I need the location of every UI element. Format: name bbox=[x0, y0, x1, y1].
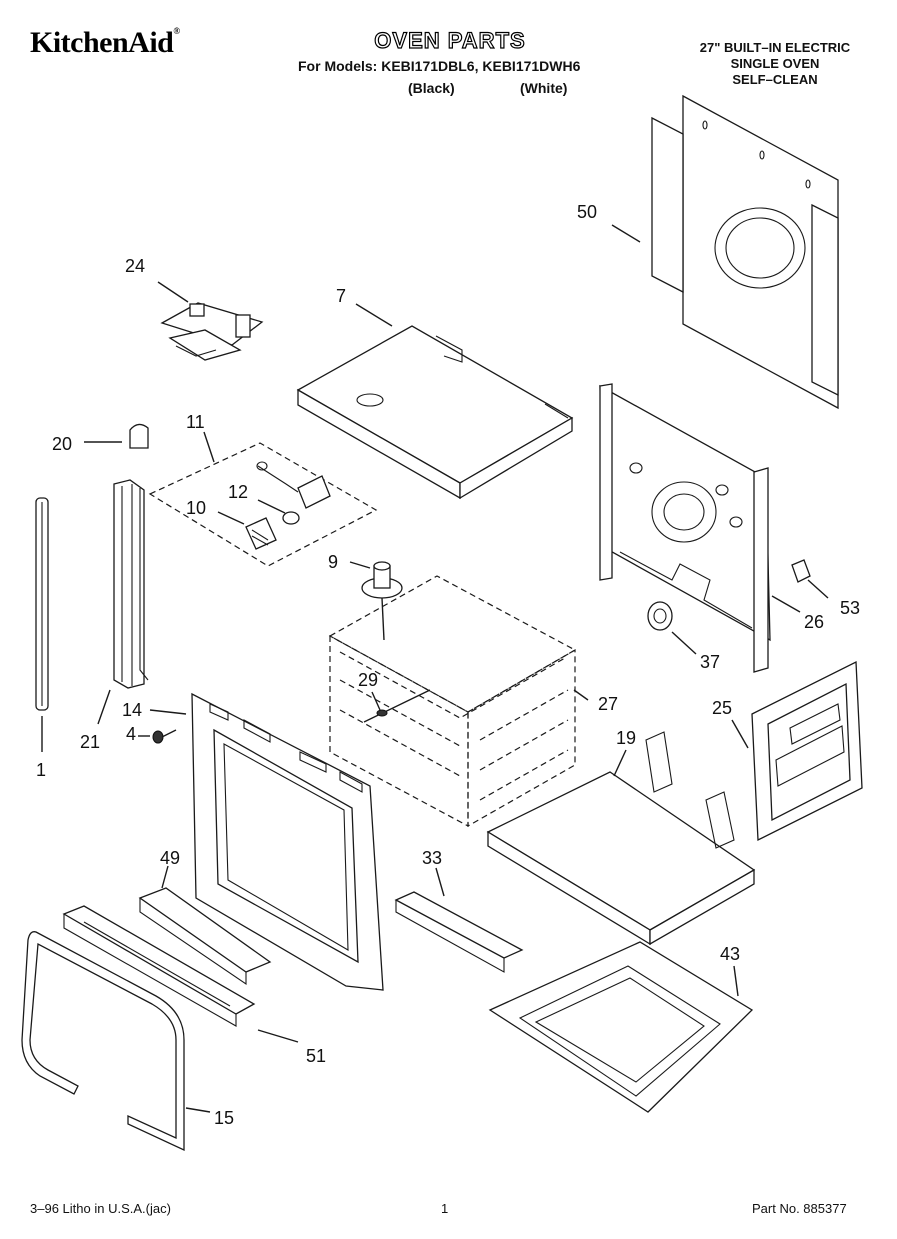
footer-litho: 3–96 Litho in U.S.A.(jac) bbox=[30, 1201, 171, 1216]
brand-logo: KitchenAid® bbox=[30, 26, 180, 60]
callout-4: 4 bbox=[126, 724, 136, 744]
part-14-front-frame bbox=[191, 692, 384, 991]
callout-33: 33 bbox=[422, 848, 442, 868]
models-line: For Models: KEBI171DBL6, KEBI171DWH6 bbox=[298, 58, 581, 74]
callout-29: 29 bbox=[358, 670, 378, 690]
variant-black: (Black) bbox=[408, 80, 455, 96]
part-20-clip bbox=[129, 423, 149, 449]
callout-20: 20 bbox=[52, 434, 72, 454]
callout-50: 50 bbox=[577, 202, 597, 222]
page-title: OVEN PARTS bbox=[374, 27, 526, 53]
brand-name: KitchenAid bbox=[30, 26, 174, 59]
callout-37: 37 bbox=[700, 652, 720, 672]
callout-10: 10 bbox=[186, 498, 206, 518]
spec-block: 27" BUILT–IN ELECTRIC SINGLE OVEN SELF–C… bbox=[690, 40, 860, 88]
callout-49: 49 bbox=[160, 848, 180, 868]
part-49-bracket bbox=[138, 887, 272, 986]
part-21-side-trim bbox=[113, 479, 149, 689]
callout-26: 26 bbox=[804, 612, 824, 632]
part-1-rod bbox=[35, 497, 49, 711]
callout-12: 12 bbox=[228, 482, 248, 502]
part-7-top-panel bbox=[296, 325, 574, 500]
part-37-gasket bbox=[647, 601, 673, 631]
callout-19: 19 bbox=[616, 728, 636, 748]
callout-11: 11 bbox=[186, 412, 205, 432]
callout-27: 27 bbox=[598, 694, 618, 714]
spec-line-3: SELF–CLEAN bbox=[732, 72, 818, 87]
callout-24: 24 bbox=[125, 256, 145, 276]
callout-9: 9 bbox=[328, 552, 338, 572]
callout-25: 25 bbox=[712, 698, 732, 718]
callout-53: 53 bbox=[840, 598, 860, 618]
brand-trademark: ® bbox=[173, 26, 180, 36]
part-33-rail bbox=[394, 891, 524, 973]
part-25-access-panel bbox=[751, 660, 863, 842]
callout-51: 51 bbox=[306, 1046, 326, 1066]
part-24-bracket bbox=[160, 302, 264, 361]
leader-lines bbox=[41, 224, 829, 1113]
part-26-side-panel bbox=[599, 383, 771, 673]
part-10-plate bbox=[245, 517, 277, 550]
part-15-door-gasket bbox=[21, 931, 185, 1152]
variant-white: (White) bbox=[520, 80, 568, 96]
part-53-clip bbox=[791, 559, 811, 583]
footer-page-number: 1 bbox=[441, 1201, 449, 1216]
callout-15: 15 bbox=[214, 1108, 234, 1128]
part-19-bottom-panel bbox=[486, 731, 756, 946]
part-11-kit bbox=[148, 442, 378, 567]
part-29-rod bbox=[363, 689, 431, 723]
callout-14: 14 bbox=[122, 700, 142, 720]
part-4-screw bbox=[152, 729, 177, 744]
spec-line-1: 27" BUILT–IN ELECTRIC bbox=[699, 40, 851, 55]
part-9-motor bbox=[361, 561, 403, 641]
footer-part-number: Part No. 885377 bbox=[752, 1201, 847, 1216]
part-43-bottom-tray bbox=[488, 941, 754, 1113]
callout-1: 1 bbox=[36, 760, 46, 780]
callout-21: 21 bbox=[80, 732, 100, 752]
callout-43: 43 bbox=[720, 944, 740, 964]
part-51-vent-trim bbox=[62, 905, 256, 1027]
callout-7: 7 bbox=[336, 286, 346, 306]
part-27-oven-cavity bbox=[328, 575, 577, 828]
part-50-rear-panel bbox=[651, 94, 839, 410]
part-12-knob bbox=[282, 511, 300, 525]
spec-line-2: SINGLE OVEN bbox=[730, 56, 820, 71]
